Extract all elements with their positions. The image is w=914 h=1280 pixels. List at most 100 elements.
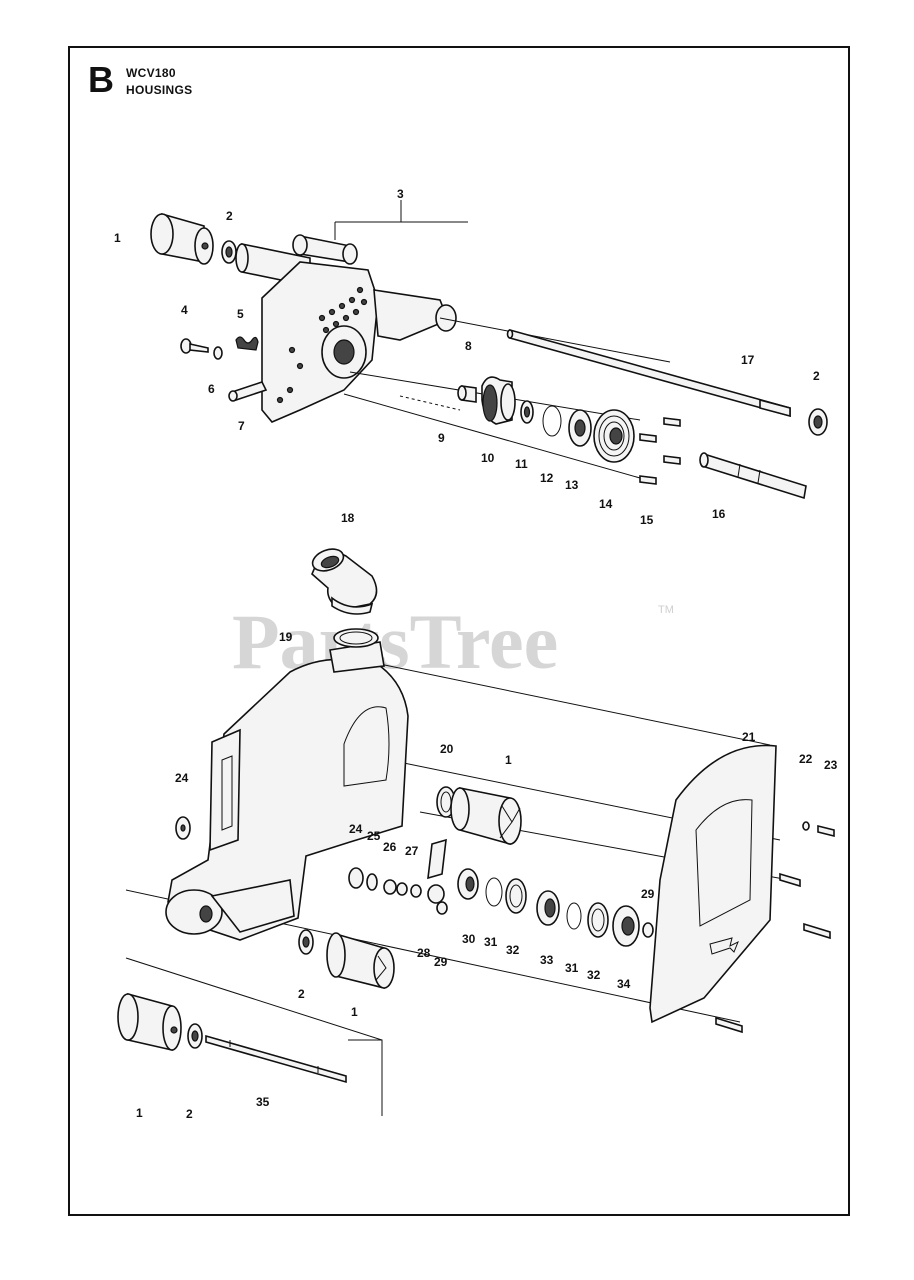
callout-label[interactable]: 2 <box>298 987 305 1001</box>
callout-label[interactable]: 22 <box>799 752 813 766</box>
callout-label[interactable]: 29 <box>641 887 655 901</box>
callout-label[interactable]: 25 <box>367 829 381 843</box>
bearing-part-2-bottom[interactable] <box>187 1023 203 1049</box>
lever-part-27[interactable] <box>427 838 447 904</box>
bushing-part-26[interactable] <box>383 879 408 896</box>
callout-label[interactable]: 9 <box>438 431 445 445</box>
callout-label[interactable]: 20 <box>440 742 454 756</box>
axle-tube-end <box>235 243 249 273</box>
bearing-part-13[interactable] <box>568 409 592 447</box>
guard-cover-part-21[interactable] <box>649 744 777 1024</box>
roller-part-1-lower[interactable] <box>326 932 395 990</box>
callout-label[interactable]: 30 <box>462 932 476 946</box>
callout-label[interactable]: 29 <box>434 955 448 969</box>
callout-label[interactable]: 27 <box>405 844 419 858</box>
callout-label[interactable]: 14 <box>599 497 613 511</box>
leader-line <box>348 1039 383 1116</box>
callout-labels: 1 2 3 4 5 6 7 8 9 10 11 12 13 14 15 16 1… <box>114 187 838 1121</box>
washer-part-6[interactable] <box>213 346 223 360</box>
circlip-part-31[interactable] <box>485 877 503 907</box>
callout-label[interactable]: 35 <box>256 1095 270 1109</box>
callout-label[interactable]: 32 <box>587 968 601 982</box>
axis-line <box>343 393 641 479</box>
watermark-text: PartsTree <box>232 598 558 685</box>
callout-label[interactable]: 11 <box>515 457 528 471</box>
callout-label[interactable]: 2 <box>186 1107 193 1121</box>
bearing-part-2[interactable] <box>221 240 237 264</box>
callout-label[interactable]: 2 <box>226 209 233 223</box>
callout-label[interactable]: 15 <box>640 513 654 527</box>
axis-line <box>379 663 771 746</box>
callout-label[interactable]: 23 <box>824 758 838 772</box>
pin-line <box>399 395 461 411</box>
screw-part-23[interactable] <box>817 824 835 838</box>
cover-part-14[interactable] <box>593 409 635 463</box>
circlip-part-12[interactable] <box>542 405 562 437</box>
callout-label[interactable]: 34 <box>617 977 631 991</box>
callout-label[interactable]: 13 <box>565 478 579 492</box>
gear-housing-part-3[interactable] <box>261 234 457 423</box>
bearing-part-33[interactable] <box>536 890 560 926</box>
callout-label[interactable]: 1 <box>351 1005 358 1019</box>
seal-part-32b[interactable] <box>587 902 609 938</box>
callout-label[interactable]: 4 <box>181 303 188 317</box>
callout-label[interactable]: 6 <box>208 382 215 396</box>
washer-part-22[interactable] <box>802 821 810 831</box>
nut-part-34[interactable] <box>612 905 640 947</box>
plate-part-24b[interactable] <box>348 867 364 889</box>
shaft-part-17[interactable] <box>506 328 791 418</box>
elbow-part-18[interactable] <box>310 545 378 615</box>
roller-part-1[interactable] <box>150 212 214 265</box>
callout-label[interactable]: 1 <box>114 231 121 245</box>
watermark-trademark: TM <box>658 604 674 616</box>
callout-label[interactable]: 12 <box>540 471 554 485</box>
callout-label[interactable]: 7 <box>238 419 245 433</box>
callout-label[interactable]: 31 <box>484 935 498 949</box>
callout-label[interactable]: 19 <box>279 630 293 644</box>
bearing-part-30[interactable] <box>457 868 479 900</box>
bearing-part-2-lower[interactable] <box>298 929 314 955</box>
washer-part-25[interactable] <box>366 873 378 891</box>
callout-label[interactable]: 1 <box>505 753 512 767</box>
roller-part-1-bottom[interactable] <box>117 992 182 1052</box>
callout-label[interactable]: 1 <box>136 1106 143 1120</box>
callout-label[interactable]: 18 <box>341 511 355 525</box>
circlip-part-31b[interactable] <box>566 902 582 930</box>
washer-part-29b[interactable] <box>642 922 654 938</box>
shaft-part-16[interactable] <box>699 452 807 500</box>
shaft-part-35[interactable] <box>205 1034 347 1084</box>
seal-part-32[interactable] <box>505 878 527 914</box>
callout-label[interactable]: 28 <box>417 946 431 960</box>
washer-part-24[interactable] <box>175 816 191 840</box>
callout-label[interactable]: 24 <box>175 771 189 785</box>
callout-label[interactable]: 31 <box>565 961 579 975</box>
leader-line <box>334 221 468 240</box>
callout-label[interactable]: 32 <box>506 943 520 957</box>
model-name: WCV180 <box>126 66 176 80</box>
screws-part-15[interactable] <box>639 417 681 485</box>
spring-part-5[interactable] <box>235 336 259 351</box>
screw-part-4[interactable] <box>180 338 209 354</box>
callout-label[interactable]: 24 <box>349 822 363 836</box>
callout-label[interactable]: 26 <box>383 840 397 854</box>
washer-part-28[interactable] <box>410 884 422 898</box>
callout-label[interactable]: 8 <box>465 339 472 353</box>
bearing-part-2-right[interactable] <box>808 408 828 436</box>
roller-part-1-middle[interactable] <box>450 787 522 846</box>
pin-part-7[interactable] <box>228 381 268 402</box>
blade-guard-part-19[interactable] <box>165 628 409 941</box>
callout-label[interactable]: 33 <box>540 953 554 967</box>
callout-label[interactable]: 16 <box>712 507 726 521</box>
callout-label[interactable]: 2 <box>813 369 820 383</box>
nut-part-29[interactable] <box>436 901 448 915</box>
callout-label[interactable]: 21 <box>742 730 756 744</box>
housing-holes <box>276 286 368 404</box>
section-title: HOUSINGS <box>126 83 193 97</box>
callout-label[interactable]: 10 <box>481 451 495 465</box>
gear-part-10[interactable] <box>481 376 516 425</box>
callout-label[interactable]: 3 <box>397 187 404 201</box>
washer-part-11[interactable] <box>520 400 534 424</box>
callout-label[interactable]: 17 <box>741 353 755 367</box>
callout-label[interactable]: 5 <box>237 307 244 321</box>
